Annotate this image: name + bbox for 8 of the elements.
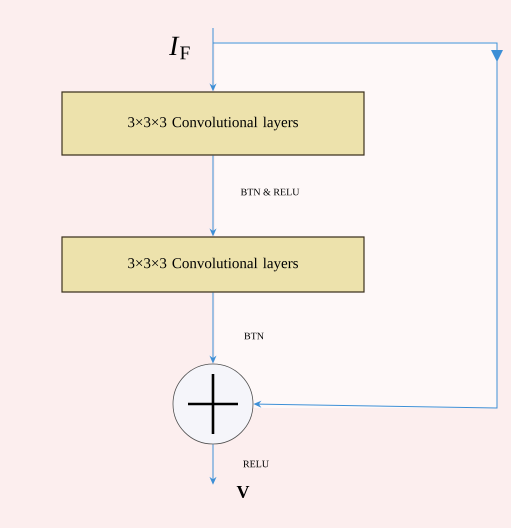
edge-label: RELU bbox=[243, 460, 269, 468]
process-box: 3×3×3 Convolutional layers bbox=[61, 91, 365, 156]
edge-label: BTN & RELU bbox=[240, 188, 300, 196]
edge-label: BTN bbox=[244, 332, 264, 340]
input-label: I$_{F}$ bbox=[168, 36, 190, 60]
output-label: V bbox=[236, 486, 250, 498]
sum-circle bbox=[172, 364, 254, 444]
process-box: 3×3×3 Convolutional layers bbox=[61, 236, 365, 293]
